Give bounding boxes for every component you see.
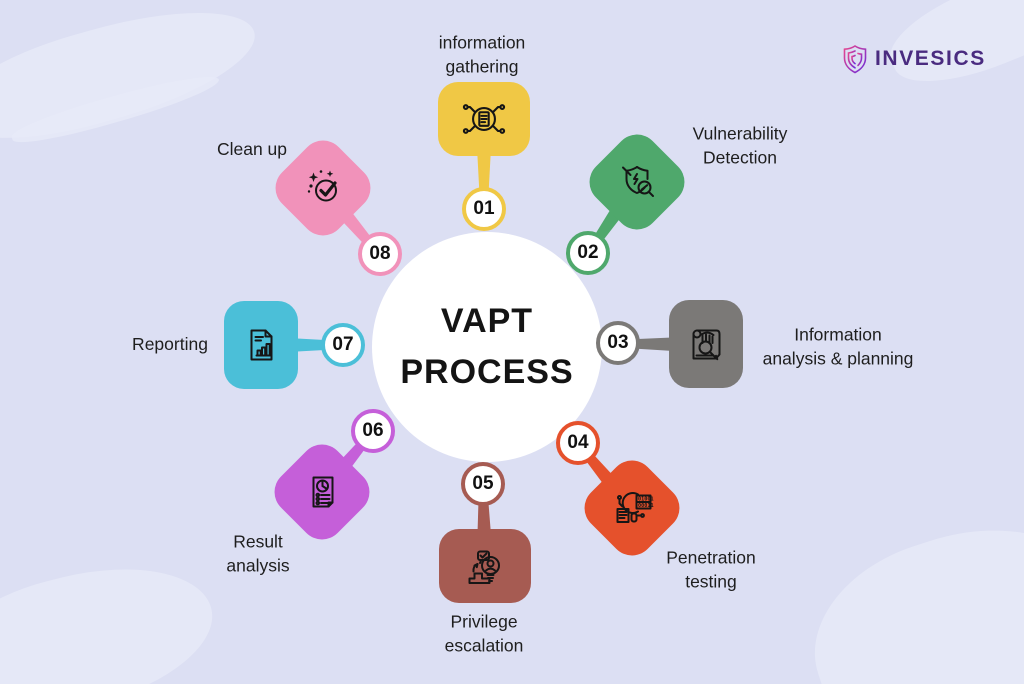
step-number-badge: 04 <box>556 421 600 465</box>
step-label: Privilege escalation <box>444 611 524 655</box>
step-number-badge: 02 <box>566 231 610 275</box>
shield-scan-icon <box>613 158 661 206</box>
checkmark-sparkles-icon <box>299 164 347 212</box>
step-card <box>438 82 530 156</box>
brush-stroke-decoration <box>0 544 227 684</box>
fingerprint-shield-icon <box>843 45 867 74</box>
step-number: 07 <box>332 334 354 355</box>
step-number: 02 <box>577 242 599 263</box>
step-number-badge: 08 <box>358 232 402 276</box>
step-label: Vulnerability Detection <box>692 123 788 167</box>
step-card <box>266 131 380 245</box>
step-label: Result analysis <box>226 531 290 575</box>
step-card <box>265 435 379 549</box>
step-number: 05 <box>472 473 494 494</box>
step-card <box>439 529 531 603</box>
brand-logo: INVESICS <box>842 44 986 74</box>
step-number-badge: 03 <box>596 321 640 365</box>
step-number: 01 <box>473 198 495 219</box>
step-number: 08 <box>369 243 391 264</box>
step-number-badge: 07 <box>321 323 365 367</box>
svg-text:00011: 00011 <box>638 503 654 509</box>
step-number: 06 <box>362 420 384 441</box>
step-number-badge: 05 <box>461 462 505 506</box>
center-process-circle: VAPT PROCESS <box>372 232 602 462</box>
report-piechart-icon <box>298 468 346 516</box>
code-magnifier-icon: 01001 00011 <box>608 484 656 532</box>
step-label: Penetration testing <box>666 547 756 591</box>
scroll-magnifier-icon <box>682 320 730 368</box>
step-label: Reporting <box>132 334 208 355</box>
process-title-line2: PROCESS <box>400 353 574 391</box>
stairs-lightbulb-icon <box>461 542 509 590</box>
step-card <box>669 300 743 388</box>
step-label: Clean up <box>216 139 288 160</box>
step-card: 01001 00011 <box>575 451 689 565</box>
step-card <box>224 301 298 389</box>
brush-stroke-decoration <box>789 493 1024 684</box>
document-barchart-icon <box>237 321 285 369</box>
svg-text:01001: 01001 <box>638 497 654 503</box>
step-label: Information analysis & planning <box>762 324 914 368</box>
step-card <box>580 125 694 239</box>
step-number-badge: 06 <box>351 409 395 453</box>
step-label: information gathering <box>438 32 526 76</box>
step-number: 03 <box>607 332 629 353</box>
step-number: 04 <box>567 432 589 453</box>
brand-name: INVESICS <box>875 47 986 70</box>
step-number-badge: 01 <box>462 187 506 231</box>
process-title-line1: VAPT <box>440 302 534 340</box>
network-document-icon <box>459 94 509 144</box>
